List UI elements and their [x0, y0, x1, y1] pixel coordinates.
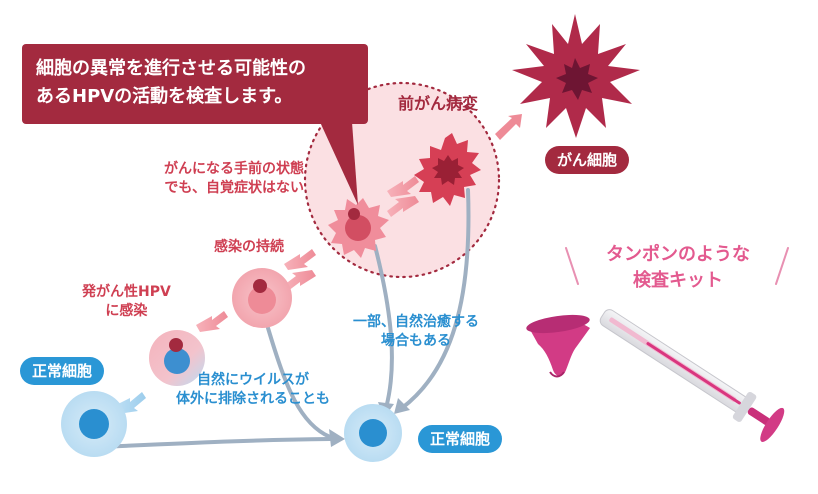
hpv-infection-line-1: 発がん性HPV	[82, 284, 171, 300]
hpv-infection-label: 発がん性HPV に感染	[82, 283, 171, 321]
infected-cell	[149, 330, 205, 386]
virus-clearance-line-1: 自然にウイルスが	[197, 372, 309, 388]
normal-cell-end	[344, 404, 402, 462]
test-kit-title-line-2: 検査キット	[633, 270, 723, 291]
normal-cell-badge-end: 正常細胞	[418, 425, 503, 453]
precancer-cell-advanced	[414, 133, 481, 206]
cancer-cell	[512, 14, 640, 138]
callout-line-2: あるHPVの活動を検査します。	[36, 86, 293, 107]
return-paths	[97, 188, 471, 449]
test-kit-title: タンポンのような 検査キット	[568, 242, 788, 294]
callout-pointer	[320, 122, 358, 205]
persistent-infection-cell	[232, 268, 292, 328]
precancer-title: 前がん病変	[398, 94, 479, 113]
partial-heal-line-2: 場合もある	[381, 333, 451, 349]
hpv-infection-line-2: に感染	[105, 303, 148, 319]
kit-title-decoration	[565, 247, 789, 285]
precancer-cell-early	[328, 198, 389, 258]
partial-heal-line-1: 一部、自然治癒する	[353, 314, 479, 330]
callout-bubble: 細胞の異常を進行させる可能性の あるHPVの活動を検査します。	[22, 44, 368, 124]
cancer-cell-badge: がん細胞	[545, 146, 630, 174]
virus-clearance-line-2: 体外に排除されることも	[176, 391, 330, 407]
normal-cell-badge-start: 正常細胞	[20, 357, 105, 385]
persistent-infection-label: 感染の持続	[214, 239, 284, 255]
partial-heal-label: 一部、自然治癒する 場合もある	[353, 313, 479, 351]
precancer-state-label: がんになる手前の状態 でも、自覚症状はない	[164, 160, 304, 198]
normal-cell-start	[61, 391, 127, 457]
precancer-state-line-2: でも、自覚症状はない	[164, 180, 304, 196]
progression-arrows	[114, 114, 522, 414]
test-kit-title-line-1: タンポンのような	[606, 244, 750, 265]
callout-line-1: 細胞の異常を進行させる可能性の	[36, 58, 306, 79]
precancer-state-line-1: がんになる手前の状態	[164, 161, 304, 177]
test-kit-illustration	[526, 309, 785, 442]
virus-clearance-label: 自然にウイルスが 体外に排除されることも	[176, 371, 330, 409]
